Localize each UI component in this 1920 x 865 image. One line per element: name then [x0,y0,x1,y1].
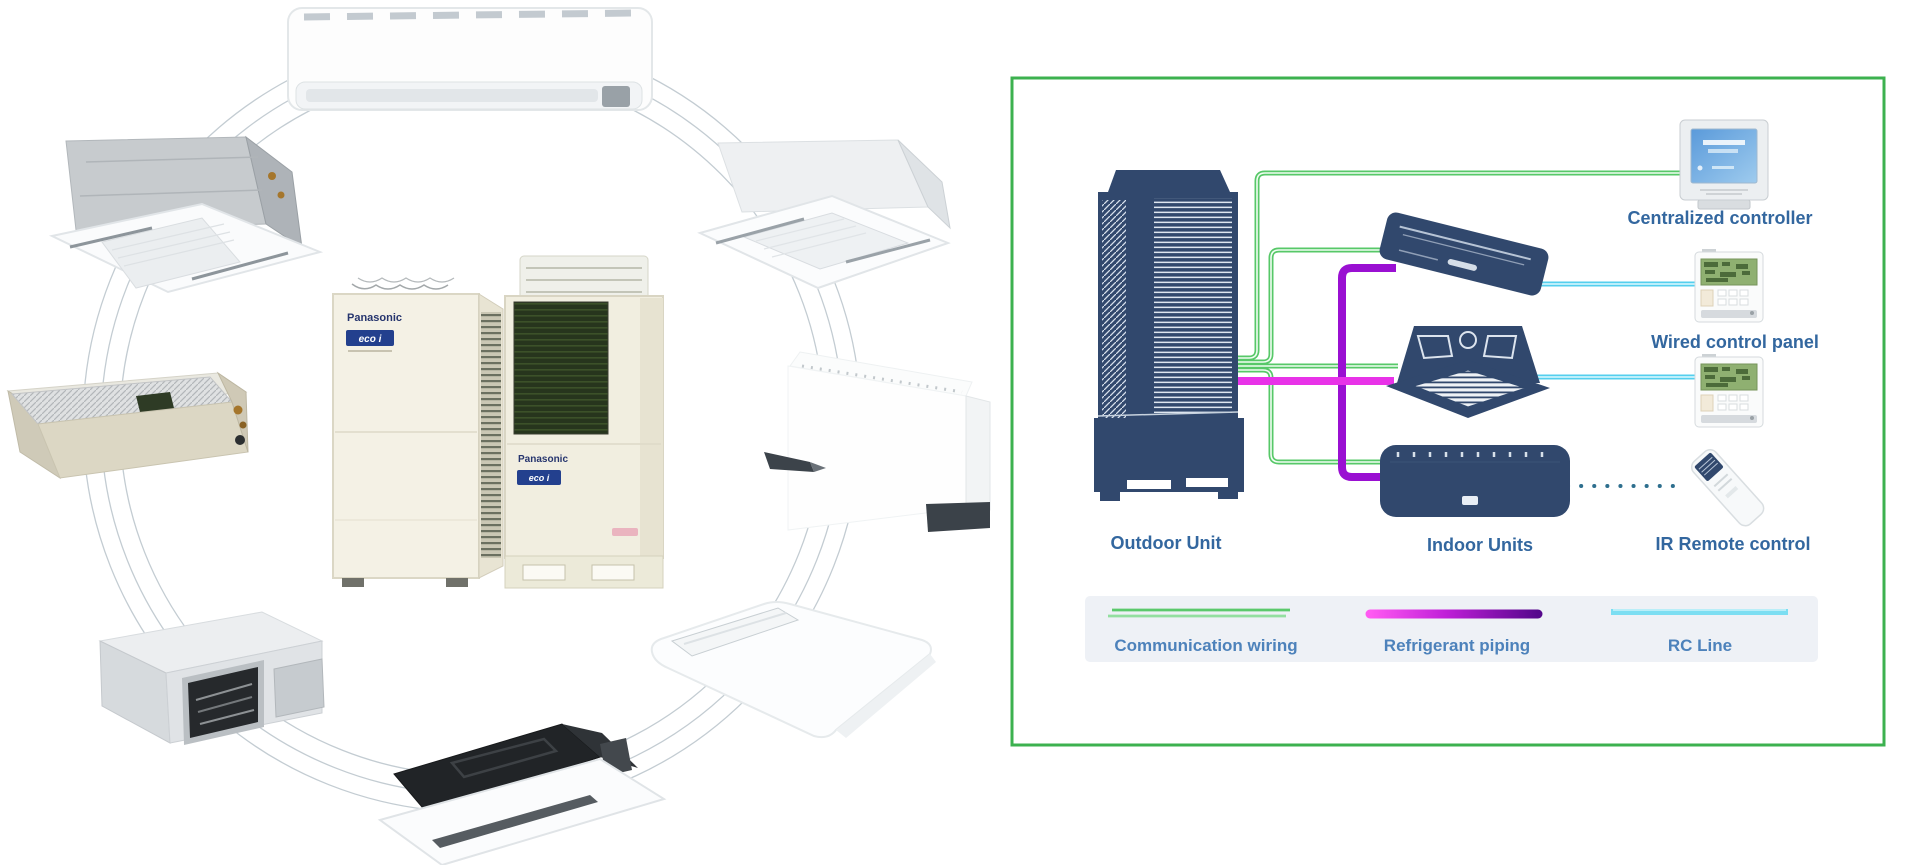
high-static-duct-unit-icon [98,611,325,745]
indoor-unit-suspended-silhouette [1379,212,1549,296]
outdoor-unit-pair: Panasonic eco i Panasonic eco i [332,255,664,589]
communication-wiring-lines [1236,170,1684,465]
rc-lines [1532,281,1699,488]
indoor-unit-cassette-silhouette [1386,326,1550,418]
refrigerant-piping-label: Refrigerant piping [1384,636,1530,655]
refrigerant-branch-up [1338,264,1396,381]
system-wiring-diagram: Outdoor Unit Indoor Units Centralized co… [1010,76,1886,747]
outdoor-unit-label: Outdoor Unit [1111,533,1222,553]
wired-control-panel-label: Wired control panel [1651,332,1819,352]
legend-item-communication: Communication wiring [1108,608,1298,655]
panasonic-logo: Panasonic [347,312,402,324]
ir-remote-icon [1690,449,1765,527]
floor-console-unit-icon [764,351,991,532]
communication-wiring-label: Communication wiring [1114,636,1297,655]
one-way-cassette-unit-icon [377,723,667,865]
outdoor-unit-right: Panasonic eco i [504,255,664,589]
lineup-circle-diagram: Panasonic eco i Panasonic eco i [6,7,991,865]
wall-mounted-unit-icon [287,7,653,111]
eco-i-badge-text: eco i [359,334,382,345]
indoor-unit-wall-silhouette [1380,445,1570,517]
legend: Communication wiring Refrigerant piping … [1085,596,1818,662]
outdoor-unit-silhouette [1094,170,1244,501]
outdoor-unit-left: Panasonic eco i [332,277,504,587]
eco-i-badge [517,470,561,485]
indoor-units-label: Indoor Units [1427,535,1533,555]
legend-item-rc: RC Line [1611,609,1788,655]
maker-mark [612,528,638,536]
ir-remote-control-label: IR Remote control [1655,534,1810,554]
cassette-4way-right-icon [697,139,951,290]
slim-duct-unit-icon [6,371,249,480]
centralized-controller-icon [1679,119,1769,210]
wired-control-panel-icon-1 [1694,249,1764,323]
centralized-controller-label: Centralized controller [1627,208,1812,228]
eco-i-badge [346,330,394,346]
ceiling-suspended-unit-icon [650,601,936,739]
eco-i-badge-text: eco i [529,473,550,483]
wired-control-panel-icon-2 [1694,354,1764,428]
rc-line-label: RC Line [1668,636,1732,655]
refrigerant-branch-down [1338,381,1390,481]
legend-item-refrigerant: Refrigerant piping [1365,609,1543,655]
cassette-4way-left-icon [48,135,324,294]
refrigerant-piping-lines [1234,264,1396,481]
panasonic-logo: Panasonic [518,454,568,465]
